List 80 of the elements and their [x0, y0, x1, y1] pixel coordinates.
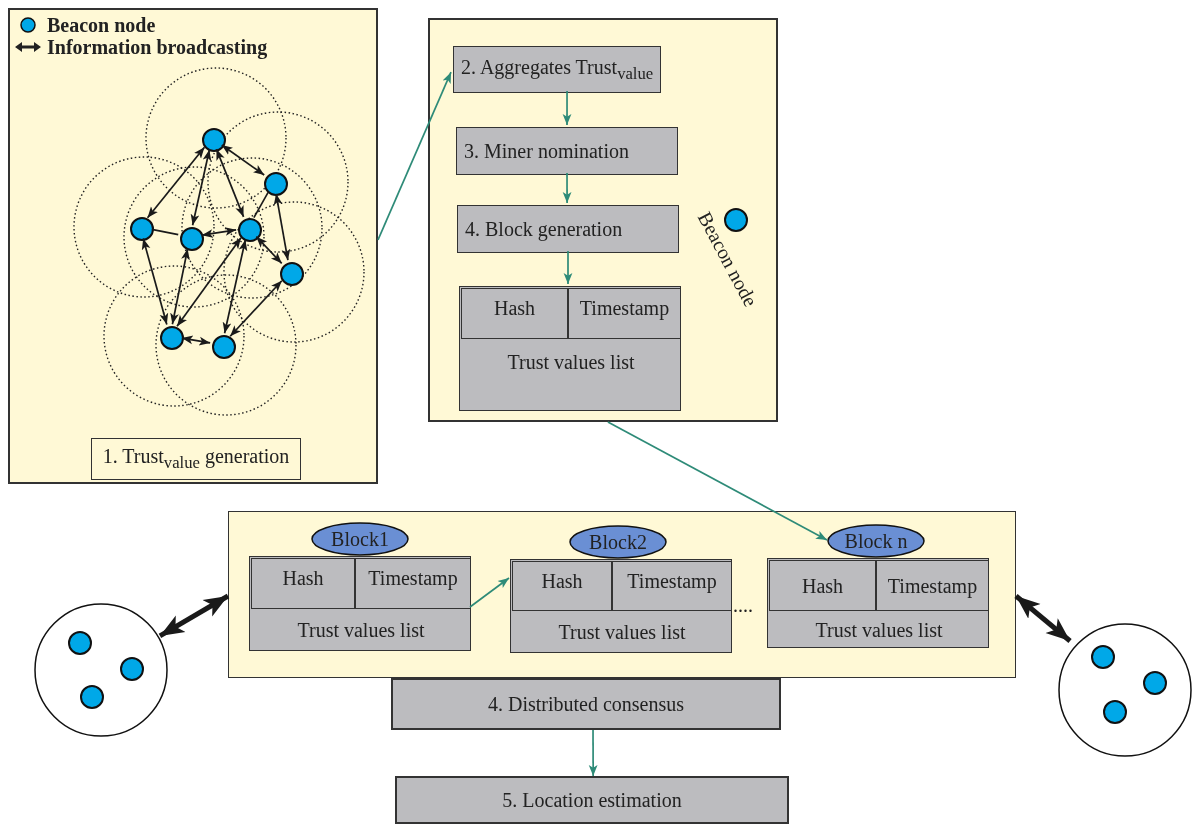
arrow — [176, 236, 242, 328]
arrow — [562, 172, 572, 204]
arrow — [220, 144, 266, 176]
continuation-dots: .... — [733, 594, 753, 616]
box-label: Trust values list — [815, 618, 943, 641]
box-label: 2. Aggregates Trust$_{value}$ — [461, 55, 654, 84]
box-label: Trust values list — [297, 619, 425, 641]
box-label: 3. Miner nomination — [464, 140, 629, 162]
beacon-node-circle — [130, 217, 154, 241]
arrow — [255, 235, 283, 265]
arrow — [201, 227, 237, 238]
arrow — [141, 237, 169, 326]
block-box — [249, 556, 471, 651]
arrow — [170, 247, 190, 326]
box-label: Timestamp — [627, 570, 717, 592]
box-label: 5. Location estimation — [502, 789, 682, 811]
box-label: Trust values list — [558, 621, 686, 643]
box-label: Hash — [493, 297, 536, 319]
box-label: Hash — [282, 567, 324, 589]
box-label: Block1 — [331, 528, 389, 550]
panel — [228, 511, 1016, 678]
box-label: Block n — [844, 530, 908, 552]
beacon-node-circle — [160, 326, 184, 350]
arrow — [146, 146, 206, 219]
box-label: Hash — [801, 574, 844, 597]
table-cell — [461, 288, 568, 339]
beacon-node-circle — [180, 227, 204, 251]
block-box — [767, 558, 989, 648]
box-label: Timestamp — [579, 297, 670, 319]
block-box — [510, 559, 732, 653]
legend-label: Information broadcasting — [47, 36, 268, 58]
box-label: 1. Trust$_{value}$ generation — [102, 445, 290, 473]
panel — [428, 18, 778, 422]
table-cell — [512, 561, 612, 611]
table-cell — [251, 558, 355, 609]
table-cell — [355, 558, 471, 609]
beacon-node-circle — [264, 172, 288, 196]
arrow — [563, 250, 573, 285]
box-label: Timestamp — [887, 574, 978, 597]
process-box — [457, 205, 679, 253]
process-box — [395, 776, 789, 824]
panel — [8, 8, 378, 484]
arrow — [562, 90, 572, 126]
arrow — [158, 593, 230, 639]
arrow — [229, 279, 283, 338]
box-label: Timestamp — [368, 567, 458, 589]
arrow — [180, 335, 212, 346]
beacon-node-circle — [202, 128, 226, 152]
arrow — [607, 421, 828, 541]
process-box — [456, 127, 678, 175]
box-label: Block2 — [589, 531, 647, 553]
block-ellipse — [569, 525, 667, 559]
arrow — [222, 238, 248, 335]
box-label: 4. Block generation — [465, 218, 623, 240]
table-cell — [769, 560, 876, 611]
arrow — [588, 729, 598, 777]
block-ellipse — [311, 522, 409, 556]
arrow — [215, 148, 245, 218]
node-cluster-circle — [1058, 623, 1192, 757]
arrow — [469, 577, 510, 608]
box-label: 4. Distributed consensus — [487, 693, 685, 715]
arrow — [1014, 594, 1072, 643]
table-cell — [568, 288, 681, 339]
box-label: Hash — [541, 570, 583, 592]
arrow — [273, 192, 291, 262]
process-box — [453, 46, 661, 93]
beacon-node-circle — [238, 218, 262, 242]
beacon-node-circle — [280, 262, 304, 286]
beacon-node-circle — [212, 335, 236, 359]
legend-label: Beacon node — [47, 14, 156, 36]
arrow — [377, 71, 452, 241]
arrow — [190, 148, 212, 227]
node-cluster-circle — [34, 603, 168, 737]
table-cell — [876, 560, 989, 611]
process-box — [91, 438, 301, 480]
table-cell — [612, 561, 732, 611]
process-box — [391, 678, 781, 730]
block-ellipse — [827, 524, 925, 558]
box-label: Trust values list — [507, 351, 635, 373]
block-box — [459, 286, 681, 411]
